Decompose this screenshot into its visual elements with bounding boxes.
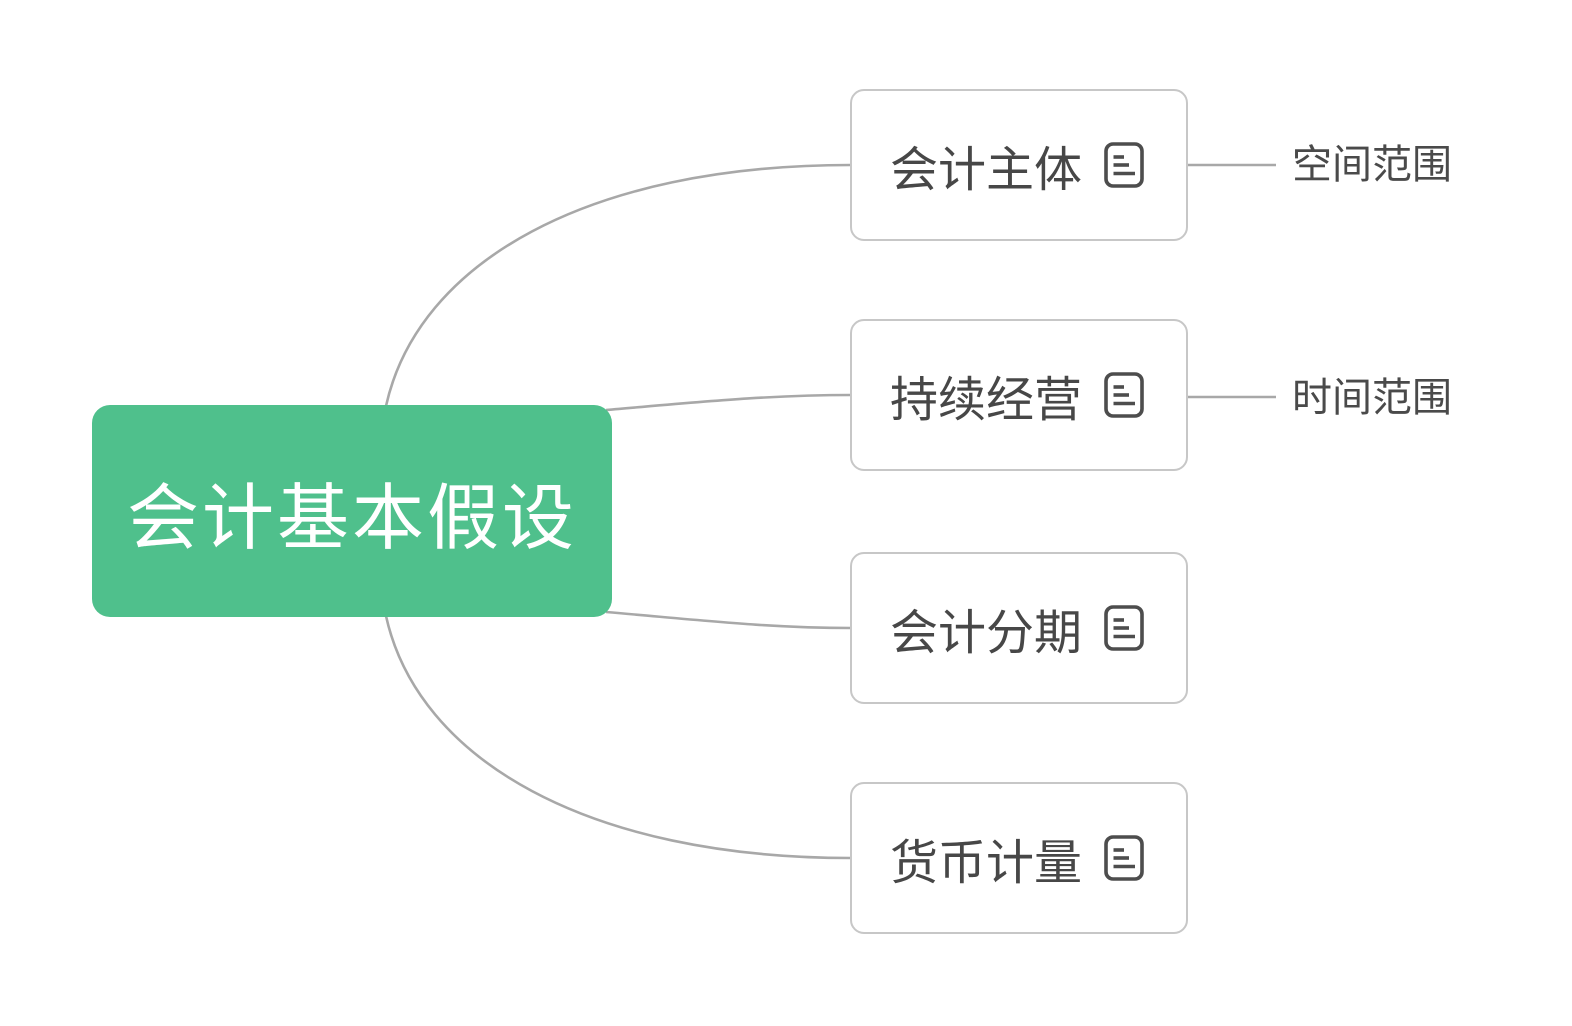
root-topic-label: 会计基本假设 bbox=[126, 478, 577, 559]
topic-going-concern[interactable]: 持续经营 bbox=[850, 319, 1188, 471]
notes-icon[interactable] bbox=[1100, 603, 1148, 653]
topic-monetary-measurement[interactable]: 货币计量 bbox=[850, 782, 1188, 934]
topic-accounting-entity[interactable]: 会计主体 bbox=[850, 89, 1188, 241]
callout-time-scope[interactable]: 时间范围 bbox=[1292, 376, 1452, 420]
notes-icon[interactable] bbox=[1100, 370, 1148, 420]
connector-root-to-child-3 bbox=[384, 615, 852, 860]
root-topic[interactable]: 会计基本假设 bbox=[92, 405, 612, 617]
topic-label: 持续经营 bbox=[889, 374, 1082, 427]
notes-icon[interactable] bbox=[1100, 140, 1148, 190]
connector-root-to-child-1 bbox=[605, 393, 852, 412]
connector-root-to-child-0 bbox=[384, 163, 852, 407]
callout-spatial-scope[interactable]: 空间范围 bbox=[1292, 143, 1452, 187]
connector-root-to-child-2 bbox=[605, 610, 852, 630]
topic-accounting-period[interactable]: 会计分期 bbox=[850, 552, 1188, 704]
topic-label: 会计分期 bbox=[889, 607, 1082, 660]
notes-icon[interactable] bbox=[1100, 833, 1148, 883]
topic-label: 货币计量 bbox=[889, 837, 1082, 890]
connector-group bbox=[384, 163, 1276, 860]
topic-label: 会计主体 bbox=[889, 144, 1082, 197]
